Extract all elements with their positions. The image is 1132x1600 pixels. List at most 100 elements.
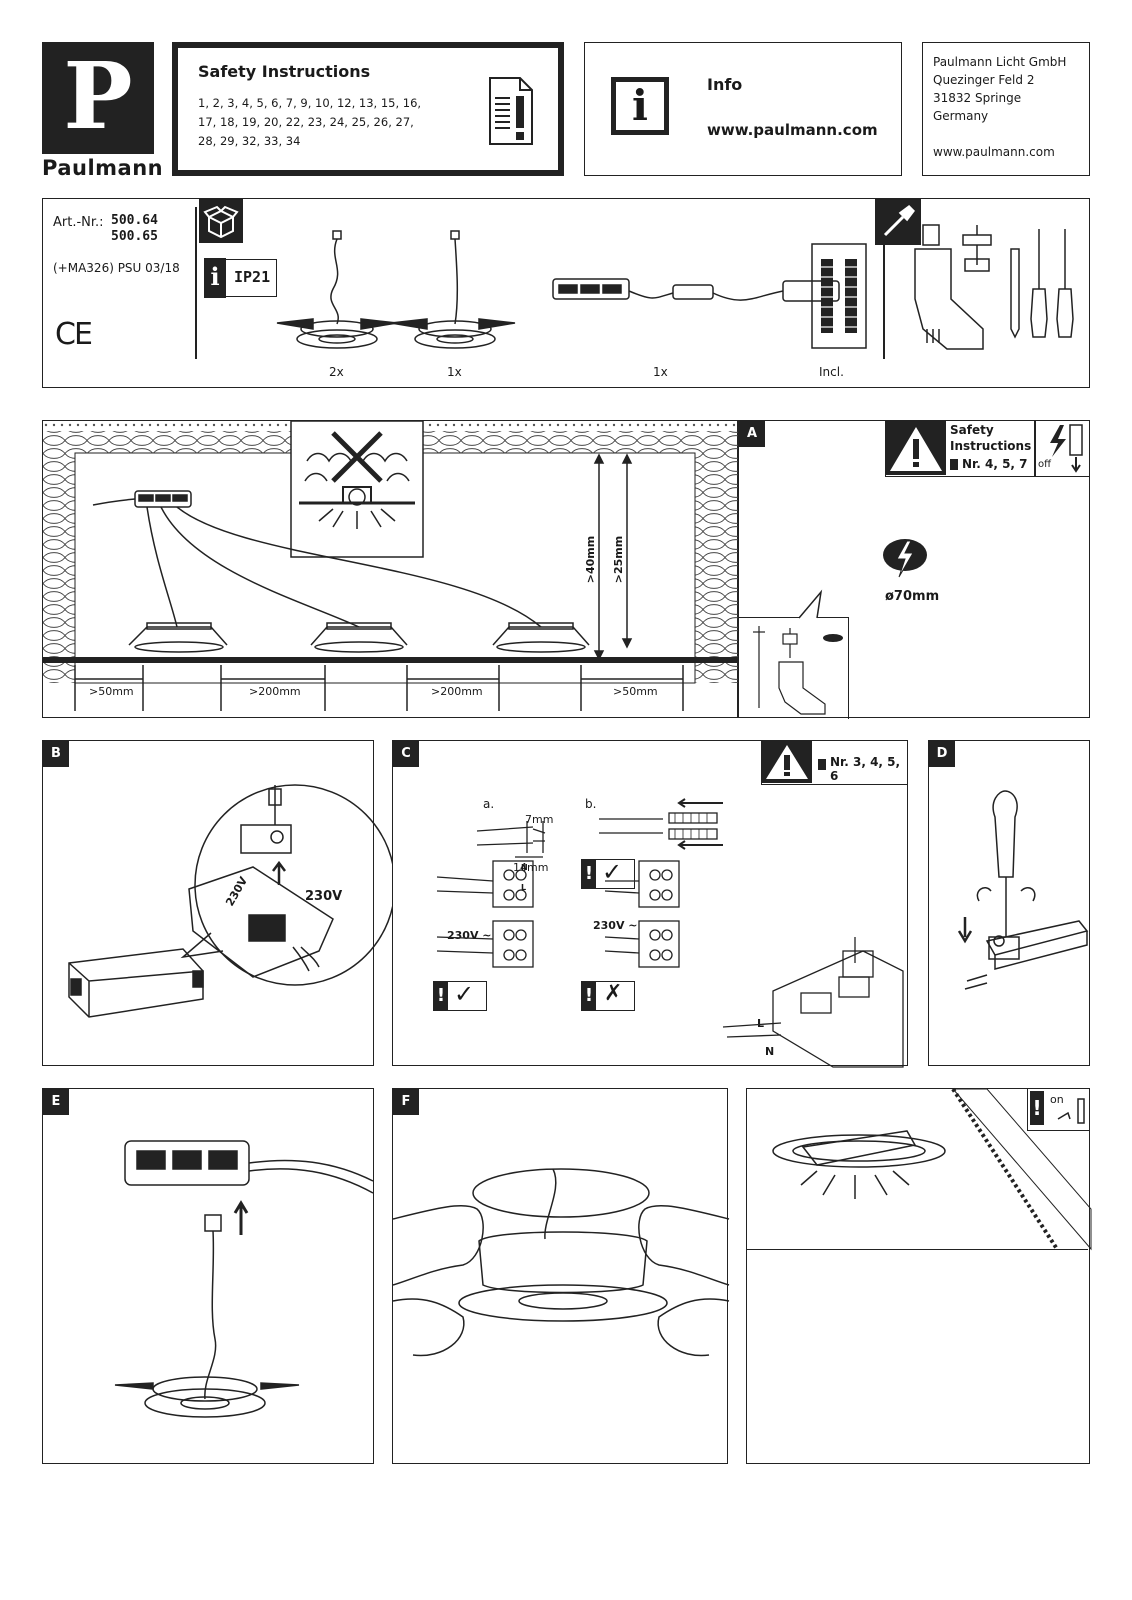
checkmark-icon: ✓ <box>602 858 623 886</box>
dim-right: >50mm <box>613 685 658 698</box>
panel-e-connect-drawing <box>114 1140 374 1418</box>
panel-a-safety-box: Safety Instructions Nr. 4, 5, 7 off <box>885 421 1089 477</box>
panel-a-safety-nr: Nr. 4, 5, 7 <box>962 457 1028 471</box>
panel-e: E <box>42 1088 374 1464</box>
panel-d-label: D <box>929 741 955 767</box>
exclamation-icon: ! <box>1030 1091 1044 1125</box>
warning-triangle-icon <box>762 741 812 783</box>
product-strip: Art.-Nr.: 500.64 500.65 (+MA326) PSU 03/… <box>42 198 1090 388</box>
document-warning-icon <box>489 77 533 145</box>
qty-label-3: 1x <box>653 365 668 379</box>
check-ok-badge-a: ! ✓ <box>433 980 487 1011</box>
checkmark-icon: ✓ <box>454 980 475 1008</box>
panel-c: C Nr. 3, 4, 5, 6 a. b. 7mm 14mm 230V ~ 2… <box>392 740 908 1068</box>
exclamation-icon: ! <box>582 860 596 888</box>
exclamation-icon: ! <box>434 982 448 1010</box>
brand-name: Paulmann <box>42 156 164 180</box>
panel-f-hands-drawing <box>392 1168 730 1357</box>
panel-a: A Safety Instructions Nr. 4, 5, 7 off ø7… <box>738 420 1090 719</box>
info-icon: i <box>611 77 669 135</box>
doc-mini-icon <box>950 459 958 470</box>
tools-icon <box>875 199 921 245</box>
check-ok-badge-b: ! ✓ <box>581 858 635 889</box>
required-tools-illustration <box>914 224 1074 350</box>
ceiling-cavity-drawing <box>43 420 739 711</box>
panel-g: ! on <box>746 1087 1092 1464</box>
check-wrong-badge-b: ! ✗ <box>581 981 635 1011</box>
wire-l-label: L <box>757 1017 765 1030</box>
panel-d: D <box>928 740 1090 1066</box>
dim-vertical-1: >40mm <box>584 535 598 584</box>
package-icon <box>199 199 243 243</box>
terminal-l-label: L <box>521 883 527 892</box>
ce-mark: CE <box>55 317 93 352</box>
panel-f-label: F <box>393 1089 419 1115</box>
address-country: Germany <box>933 109 989 123</box>
panel-f: F <box>392 1088 730 1464</box>
panel-c-warning-box: Nr. 3, 4, 5, 6 <box>761 741 907 785</box>
panel-c-sub-b: b. <box>585 797 597 811</box>
panel-d-screwdriver-drawing <box>957 790 1089 990</box>
panel-a-label: A <box>739 421 765 447</box>
voltage-b: 230V ~ <box>593 919 638 932</box>
panel-a-off-divider <box>1034 421 1036 477</box>
hole-size: ø70mm <box>885 589 940 604</box>
address-url[interactable]: www.paulmann.com <box>933 145 1055 159</box>
ip-rating-badge: i IP21 <box>204 258 277 298</box>
panel-a-safety-line1: Safety <box>950 423 994 437</box>
dim-left: >50mm <box>89 685 134 698</box>
address-company: Paulmann Licht GmbH <box>933 55 1067 69</box>
divider-left <box>195 207 197 359</box>
qty-label-4: Incl. <box>819 365 844 379</box>
safety-numbers-2: 17, 18, 19, 20, 22, 23, 24, 25, 26, 27, <box>198 115 414 129</box>
safety-instructions-box: Safety Instructions 1, 2, 3, 4, 5, 6, 7,… <box>172 42 564 176</box>
panel-b-transformer-drawing <box>68 784 396 1018</box>
panel-c-wiring-drawing <box>436 798 904 1068</box>
on-label: on <box>1050 1093 1064 1106</box>
cross-icon: ✗ <box>604 981 623 1006</box>
panel-a-drill-inset <box>739 589 849 719</box>
lightning-switch-off-icon <box>1050 424 1083 473</box>
panel-e-label: E <box>43 1089 69 1115</box>
address-box: Paulmann Licht GmbH Quezinger Feld 2 318… <box>922 42 1090 176</box>
dim-mid-1: >200mm <box>249 685 301 698</box>
strip-length-2: 14mm <box>513 861 549 874</box>
divider-right <box>883 207 885 359</box>
doc-mini-icon <box>818 759 826 770</box>
panel-c-sub-a: a. <box>483 797 495 811</box>
exclamation-icon: ! <box>582 982 596 1010</box>
info-box: i Info www.paulmann.com <box>584 42 902 176</box>
panel-b: B 230V 230V <box>42 740 396 1066</box>
panel-g-upper <box>747 1089 1088 1250</box>
safety-numbers-1: 1, 2, 3, 4, 5, 6, 7, 9, 10, 12, 13, 15, … <box>198 96 422 110</box>
info-small-icon: i <box>204 258 226 298</box>
brand-logo-mark: P <box>42 42 154 154</box>
panel-g-light-on-drawing <box>772 1087 1092 1251</box>
terminal-n-label: N <box>521 863 528 872</box>
panel-c-nr: Nr. 3, 4, 5, 6 <box>830 755 901 783</box>
downlight-illustrations <box>276 230 840 349</box>
art-number-1: 500.64 <box>111 213 158 228</box>
info-url[interactable]: www.paulmann.com <box>707 121 878 139</box>
dim-mid-2: >200mm <box>431 685 483 698</box>
screws-and-dowels-icon <box>811 243 867 349</box>
hole-lightning-icon <box>883 539 927 578</box>
panel-g-on-badge: ! on <box>1027 1089 1089 1131</box>
art-label: Art.-Nr.: <box>53 215 104 230</box>
panel-b-label: B <box>43 741 69 767</box>
qty-label-1: 2x <box>329 365 344 379</box>
address-city: 31832 Springe <box>933 91 1022 105</box>
info-title: Info <box>707 75 743 94</box>
panel-b-voltage-2: 230V <box>305 889 343 904</box>
art-number-2: 500.65 <box>111 229 158 244</box>
wire-n-label: N <box>765 1045 775 1058</box>
ceiling-installation-diagram: >50mm >200mm >200mm >50mm >40mm >25mm <box>42 420 739 718</box>
psu-note: (+MA326) PSU 03/18 <box>53 261 180 275</box>
panel-a-safety-line2: Instructions <box>950 439 1032 453</box>
panel-c-label: C <box>393 741 419 767</box>
qty-label-2: 1x <box>447 365 462 379</box>
brand-logo: P Paulmann <box>42 42 163 180</box>
address-street: Quezinger Feld 2 <box>933 73 1035 87</box>
strip-length-1: 7mm <box>525 813 554 826</box>
switch-on-icon <box>1057 1098 1085 1124</box>
